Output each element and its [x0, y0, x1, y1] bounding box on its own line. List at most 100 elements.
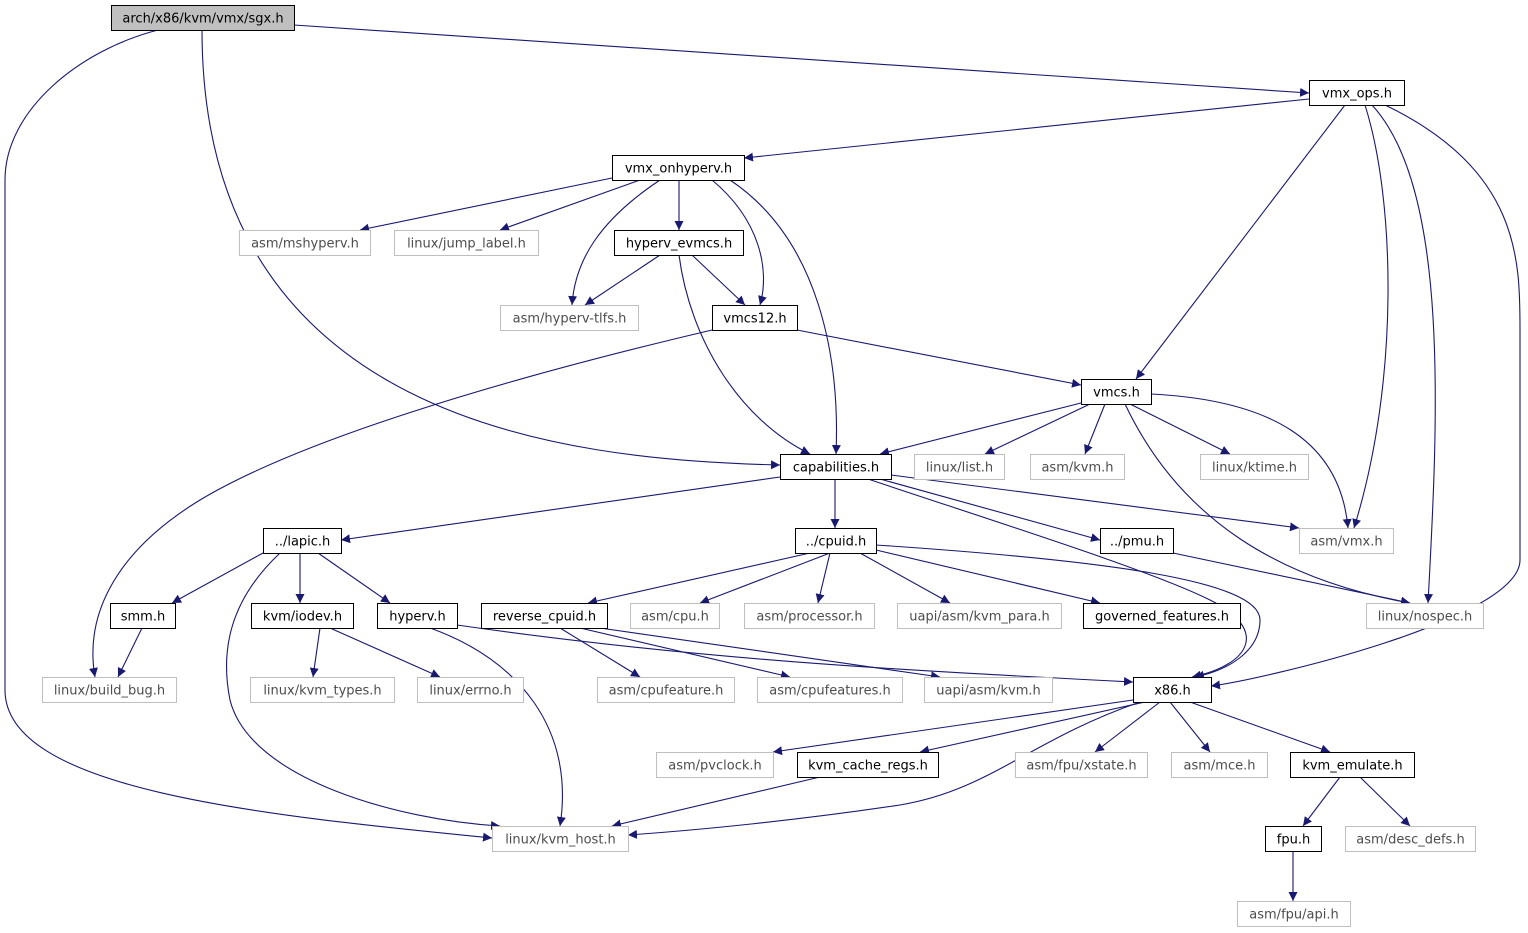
node-label: kvm/iodev.h [263, 610, 342, 625]
node-box [250, 677, 395, 703]
node-box [417, 677, 524, 703]
node-linux_list: linux/list.h [914, 454, 1005, 480]
node-asm_hyperv_tlfs: asm/hyperv-tlfs.h [500, 305, 639, 331]
edge-vmcs-to-asm_kvm [1084, 403, 1106, 455]
node-label: asm/vmx.h [1310, 535, 1382, 550]
node-label: kvm_emulate.h [1302, 759, 1402, 774]
node-label: linux/errno.h [429, 684, 511, 699]
node-box [1171, 752, 1268, 778]
edge-smm-to-linux_build_bug [117, 627, 143, 678]
node-linux_build_bug: linux/build_bug.h [42, 677, 177, 703]
node-vmx_onhyperv[interactable]: vmx_onhyperv.h [612, 155, 745, 181]
node-box [1309, 80, 1405, 106]
node-asm_cpu: asm/cpu.h [630, 603, 720, 629]
node-box [42, 677, 177, 703]
node-box [914, 454, 1005, 480]
edge-x86-to-asm_fpu_xstate [1094, 701, 1161, 753]
edge-vmcs-to-linux_ktime [1129, 403, 1231, 455]
node-box [797, 752, 939, 778]
node-box [239, 230, 371, 256]
node-label: fpu.h [1277, 833, 1310, 848]
edge-vmcs-to-linux_nospec [1124, 403, 1411, 606]
node-box [1237, 901, 1351, 927]
edge-hyperv-to-linux_kvm_host [429, 627, 566, 827]
node-asm_desc_defs: asm/desc_defs.h [1345, 826, 1476, 852]
node-asm_kvm: asm/kvm.h [1030, 454, 1125, 480]
node-label: governed_features.h [1095, 610, 1229, 625]
edge-vmcs-to-linux_list [984, 403, 1091, 455]
node-reverse_cpuid[interactable]: reverse_cpuid.h [481, 603, 608, 629]
node-kvm_iodev[interactable]: kvm/iodev.h [251, 603, 354, 629]
node-vmcs[interactable]: vmcs.h [1081, 379, 1152, 405]
node-label: linux/kvm_types.h [263, 684, 381, 699]
node-box [263, 528, 342, 554]
node-kvm_emulate[interactable]: kvm_emulate.h [1290, 752, 1415, 778]
node-label: ../cpuid.h [806, 535, 867, 550]
edge-sgx-to-linux_kvm_host [4, 29, 493, 842]
node-lapic[interactable]: ../lapic.h [263, 528, 342, 554]
node-sgx[interactable]: arch/x86/kvm/vmx/sgx.h [111, 5, 295, 31]
edge-vmx_ops-to-asm_vmx [1352, 104, 1389, 529]
node-asm_cpufeatures: asm/cpufeatures.h [757, 677, 903, 703]
node-kvm_cache_regs[interactable]: kvm_cache_regs.h [797, 752, 939, 778]
node-x86[interactable]: x86.h [1133, 677, 1212, 703]
node-capabilities[interactable]: capabilities.h [780, 454, 892, 480]
node-label: arch/x86/kvm/vmx/sgx.h [122, 12, 283, 27]
edge-vmcs-to-asm_vmx [1150, 393, 1352, 529]
edge-reverse_cpuid-to-asm_cpufeature [559, 627, 641, 678]
node-box [757, 677, 903, 703]
node-vmx_ops[interactable]: vmx_ops.h [1309, 80, 1405, 106]
node-box [1366, 603, 1484, 629]
node-box [500, 305, 639, 331]
edge-vmx_ops-to-linux_nospec [1371, 104, 1436, 604]
node-label: linux/kvm_host.h [505, 833, 616, 848]
edge-lapic-to-hyperv [317, 552, 391, 604]
node-box [795, 528, 877, 554]
node-box [1299, 528, 1394, 554]
node-smm[interactable]: smm.h [110, 603, 176, 629]
node-label: kvm_cache_regs.h [808, 759, 928, 774]
node-vmcs12[interactable]: vmcs12.h [712, 305, 798, 331]
node-linux_errno: linux/errno.h [417, 677, 524, 703]
node-label: ../pmu.h [1110, 535, 1164, 550]
node-asm_fpu_xstate: asm/fpu/xstate.h [1015, 752, 1148, 778]
node-box [1100, 528, 1174, 554]
node-box [1083, 603, 1241, 629]
node-hyperv[interactable]: hyperv.h [377, 603, 458, 629]
node-governed_features[interactable]: governed_features.h [1083, 603, 1241, 629]
node-box [492, 826, 629, 852]
node-fpu[interactable]: fpu.h [1265, 826, 1322, 852]
node-linux_jump_label: linux/jump_label.h [394, 230, 539, 256]
edge-kvm_emulate-to-fpu [1302, 776, 1341, 827]
edge-vmx_onhyperv-to-asm_mshyperv [359, 177, 613, 233]
edge-hyperv_evmcs-to-capabilities [678, 254, 811, 455]
node-label: vmcs.h [1093, 386, 1140, 401]
node-label: reverse_cpuid.h [493, 610, 596, 625]
node-box [1290, 752, 1415, 778]
edge-vmx_onhyperv-to-capabilities [729, 179, 841, 455]
node-label: linux/nospec.h [1378, 610, 1473, 625]
node-hyperv_evmcs[interactable]: hyperv_evmcs.h [614, 230, 744, 256]
node-box [1345, 826, 1476, 852]
edge-x86-to-kvm_emulate [1189, 701, 1331, 754]
node-box [111, 5, 295, 31]
edge-hyperv_evmcs-to-asm_hyperv_tlfs [584, 254, 661, 306]
edge-x86-to-kvm_cache_regs [919, 701, 1146, 755]
node-label: linux/ktime.h [1212, 461, 1297, 476]
node-box [780, 454, 892, 480]
edge-lapic-to-linux_kvm_host [225, 552, 501, 830]
node-asm_mshyperv: asm/mshyperv.h [239, 230, 371, 256]
node-pmu[interactable]: ../pmu.h [1100, 528, 1174, 554]
node-cpuid[interactable]: ../cpuid.h [795, 528, 877, 554]
node-label: asm/hyperv-tlfs.h [513, 312, 627, 327]
node-box [656, 752, 774, 778]
node-box [924, 677, 1053, 703]
node-asm_vmx: asm/vmx.h [1299, 528, 1394, 554]
edge-cpuid-to-x86 [875, 544, 1261, 680]
node-label: vmcs12.h [723, 312, 786, 327]
node-label: uapi/asm/kvm.h [936, 684, 1041, 699]
node-label: asm/kvm.h [1041, 461, 1113, 476]
node-label: asm/pvclock.h [668, 759, 762, 774]
edge-reverse_cpuid-to-uapi_asm_kvm [599, 627, 941, 681]
